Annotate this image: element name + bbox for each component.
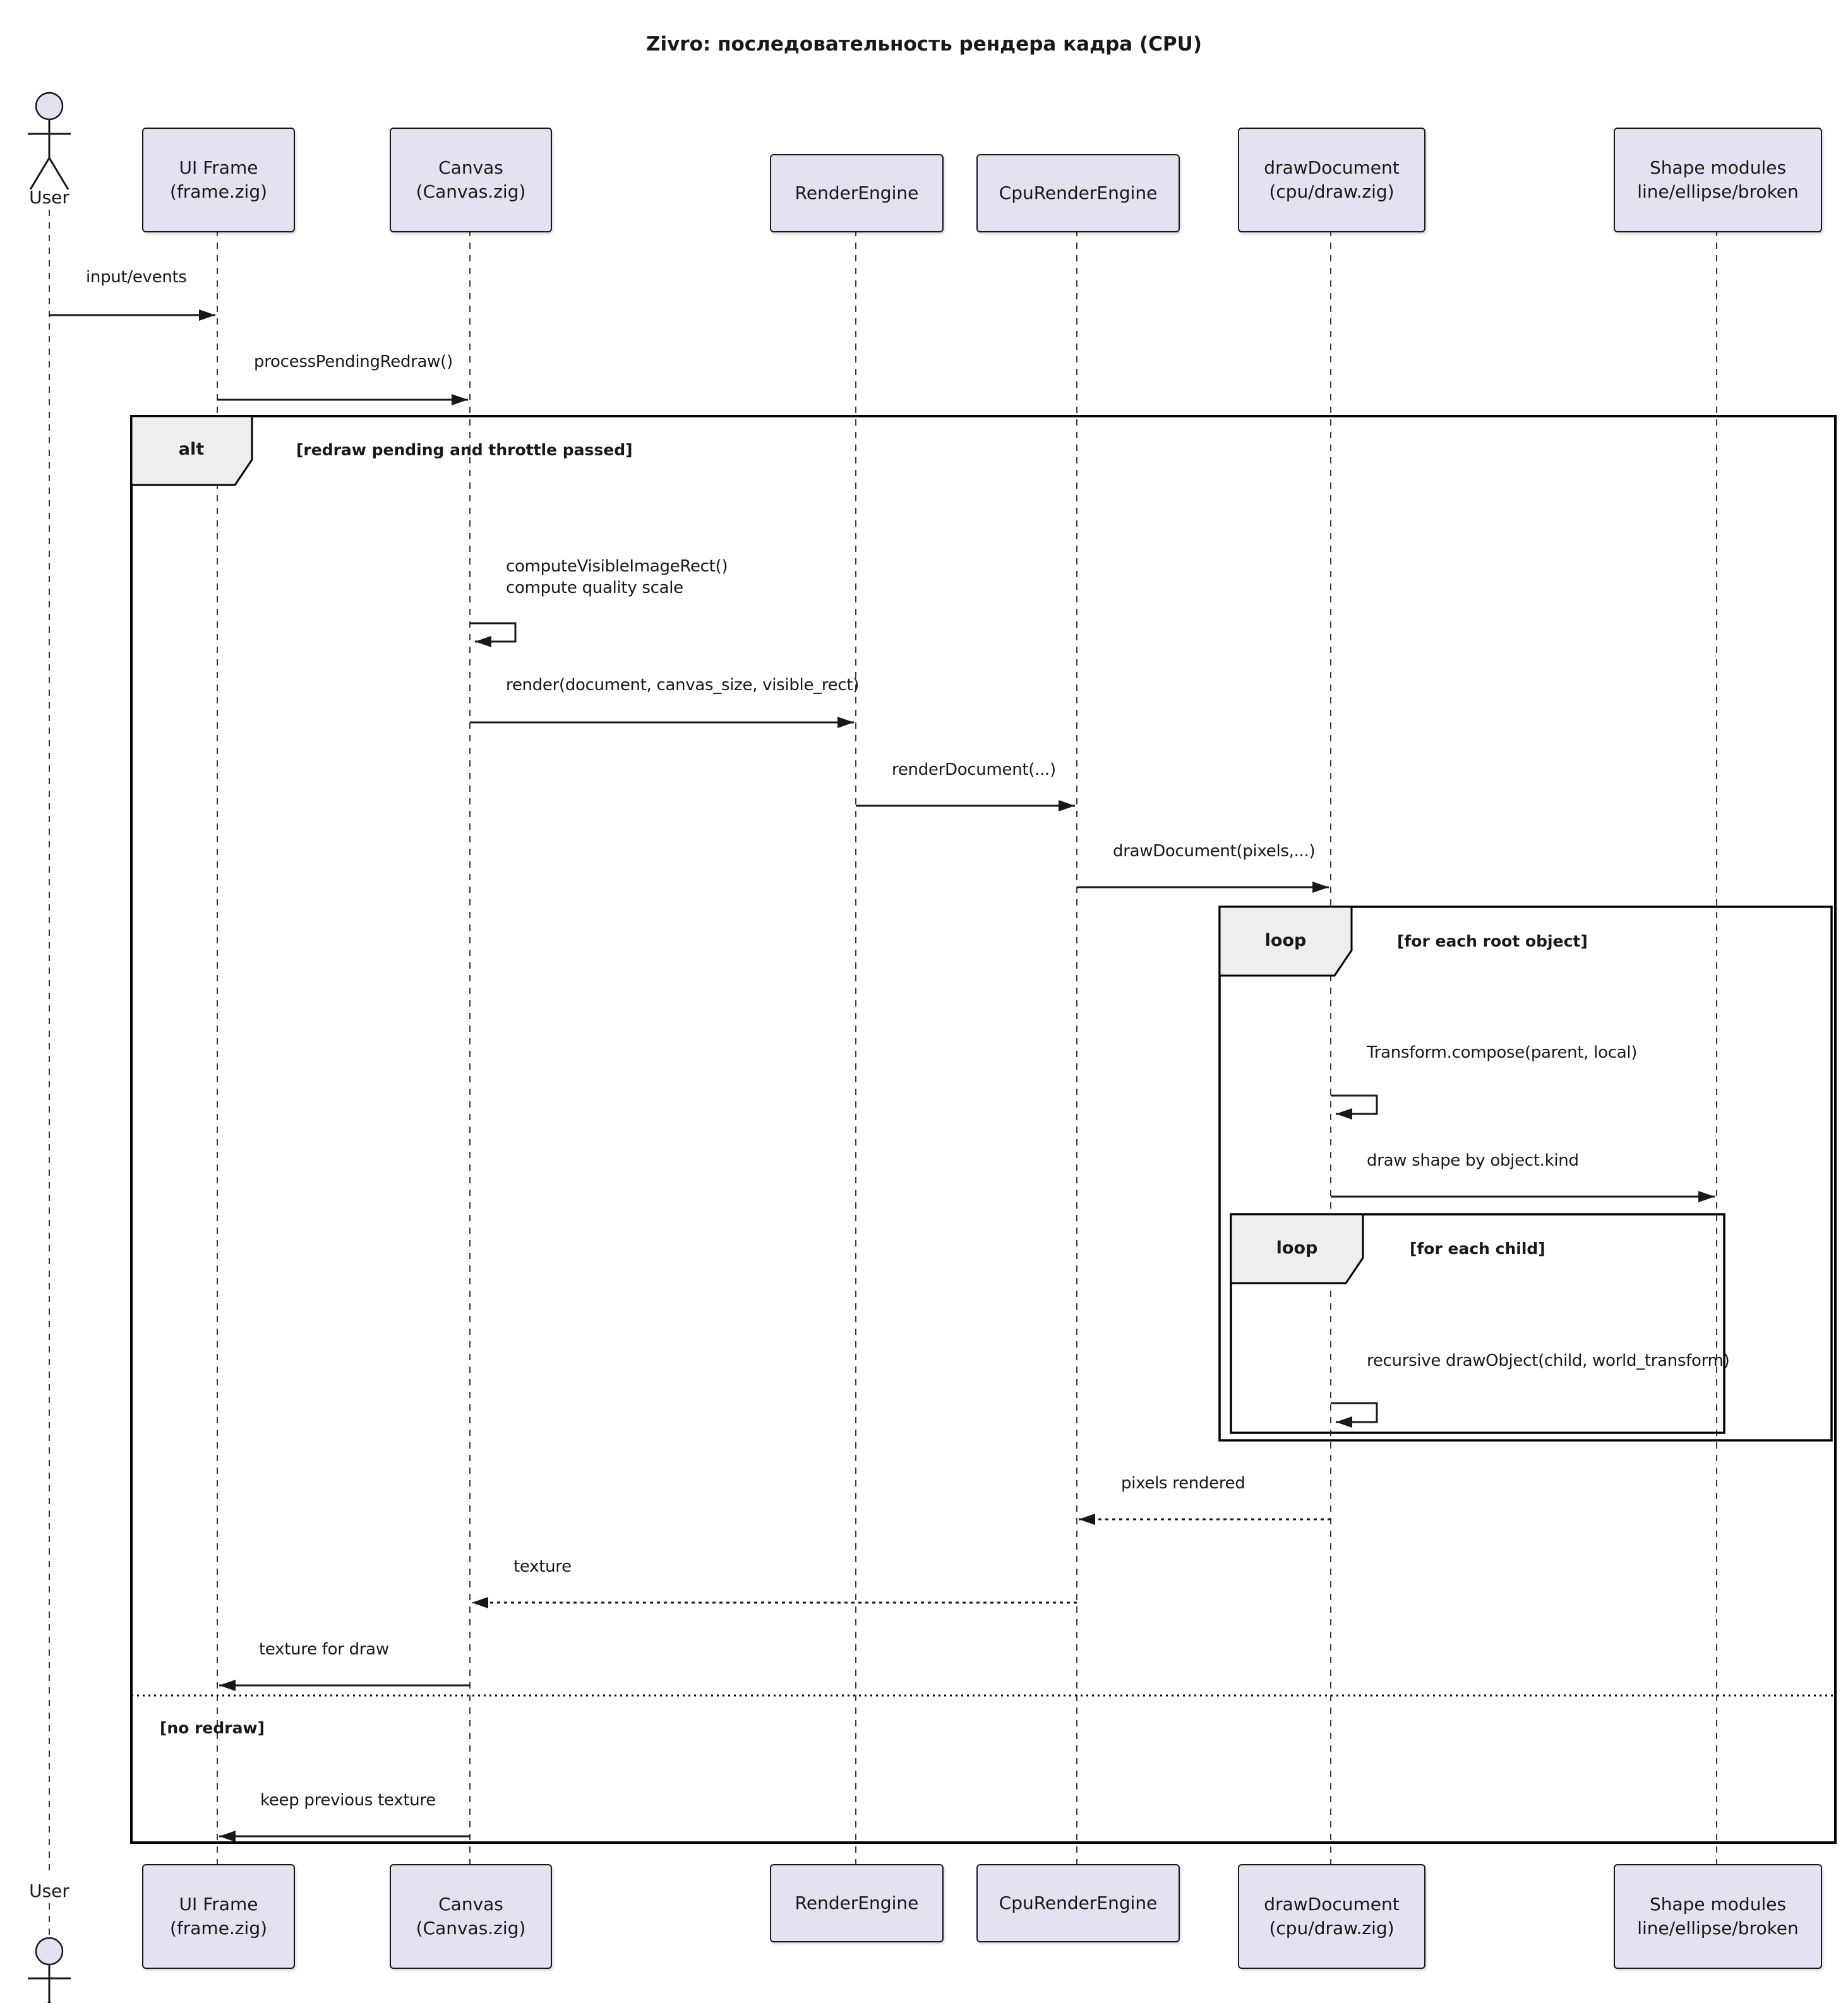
- participant-name: UI Frame: [179, 1894, 258, 1915]
- alt-guard-label: [redraw pending and throttle passed]: [296, 441, 633, 459]
- message-keep-previous-texture: keep previous texture: [260, 1791, 436, 1810]
- participant-render-engine-top: RenderEngine: [770, 154, 944, 232]
- participant-cpu-render-engine-top: CpuRenderEngine: [976, 154, 1180, 232]
- participant-shape-modules-bottom: Shape modules line/ellipse/broken: [1614, 1864, 1822, 1969]
- participant-subtitle: line/ellipse/broken: [1637, 181, 1799, 202]
- participant-name: Canvas: [438, 157, 503, 178]
- participant-subtitle: (cpu/draw.zig): [1269, 181, 1395, 202]
- loop-root-operator-label: loop: [1264, 931, 1307, 950]
- participant-subtitle: (cpu/draw.zig): [1269, 1918, 1395, 1939]
- participant-subtitle: (frame.zig): [169, 181, 268, 202]
- alt-frame-tab: [130, 415, 253, 486]
- participant-name: CpuRenderEngine: [999, 182, 1158, 203]
- participant-name: UI Frame: [179, 157, 258, 178]
- actor-user-top: [28, 92, 71, 190]
- participant-subtitle: (frame.zig): [169, 1918, 268, 1939]
- actor-body: [28, 119, 71, 190]
- message-draw-document: drawDocument(pixels,...): [1113, 842, 1316, 861]
- message-compute-visible-line2: compute quality scale: [506, 578, 683, 597]
- loop-root-frame: [1218, 906, 1833, 1442]
- participant-render-engine-bottom: RenderEngine: [770, 1864, 944, 1942]
- arrow-recursive-draw-self: [1331, 1402, 1378, 1428]
- participant-name: Shape modules: [1649, 1894, 1787, 1915]
- message-transform-compose: Transform.compose(parent, local): [1367, 1043, 1638, 1062]
- participant-name: RenderEngine: [795, 182, 919, 203]
- participant-name: drawDocument: [1264, 1894, 1400, 1915]
- alt-operator-label: alt: [178, 439, 205, 459]
- loop-root-guard-label: [for each root object]: [1397, 932, 1588, 950]
- message-compute-visible-line1: computeVisibleImageRect(): [506, 557, 728, 576]
- participant-name: RenderEngine: [795, 1892, 919, 1913]
- participant-subtitle: (Canvas.zig): [416, 1918, 526, 1939]
- participant-canvas-top: Canvas (Canvas.zig): [390, 128, 552, 232]
- participant-subtitle: (Canvas.zig): [416, 181, 526, 202]
- participant-ui-frame-top: UI Frame (frame.zig): [142, 128, 295, 232]
- actor-head: [35, 1937, 64, 1966]
- message-draw-shape: draw shape by object.kind: [1367, 1151, 1579, 1170]
- loop-child-operator-label: loop: [1276, 1238, 1318, 1258]
- participant-shape-modules-top: Shape modules line/ellipse/broken: [1614, 128, 1822, 232]
- loop-root-frame-tab: [1218, 906, 1353, 977]
- arrow-compute-visible-self: [470, 622, 517, 647]
- diagram-title: Zivro: последовательность рендера кадра …: [645, 33, 1202, 56]
- loop-child-guard-label: [for each child]: [1410, 1240, 1545, 1258]
- participant-name: Canvas: [438, 1894, 503, 1915]
- participant-name: Shape modules: [1649, 157, 1787, 178]
- message-texture-for-draw: texture for draw: [259, 1640, 389, 1659]
- participant-ui-frame-bottom: UI Frame (frame.zig): [142, 1864, 295, 1969]
- loop-child-frame: [1230, 1213, 1725, 1434]
- alt-frame: [130, 415, 1837, 1844]
- message-process-pending-redraw: processPendingRedraw(): [254, 352, 453, 371]
- message-render: render(document, canvas_size, visible_re…: [506, 676, 860, 695]
- actor-user-label-bottom: User: [29, 1880, 69, 1901]
- message-texture: texture: [513, 1557, 572, 1576]
- participant-subtitle: line/ellipse/broken: [1637, 1918, 1799, 1939]
- participant-name: CpuRenderEngine: [999, 1892, 1158, 1913]
- arrow-transform-compose-self: [1331, 1094, 1378, 1120]
- alt-else-guard-label: [no redraw]: [160, 1719, 265, 1737]
- message-pixels-rendered: pixels rendered: [1121, 1474, 1245, 1493]
- message-input-events: input/events: [86, 268, 187, 287]
- actor-user-label-top: User: [29, 187, 69, 208]
- participant-name: drawDocument: [1264, 157, 1400, 178]
- participant-cpu-render-engine-bottom: CpuRenderEngine: [976, 1864, 1180, 1942]
- actor-body: [28, 1964, 71, 2003]
- loop-child-frame-tab: [1230, 1213, 1364, 1284]
- actor-head: [35, 92, 64, 121]
- message-render-document: renderDocument(...): [892, 760, 1056, 779]
- message-recursive-draw: recursive drawObject(child, world_transf…: [1367, 1351, 1730, 1370]
- participant-draw-document-bottom: drawDocument (cpu/draw.zig): [1238, 1864, 1425, 1969]
- participant-draw-document-top: drawDocument (cpu/draw.zig): [1238, 128, 1425, 232]
- actor-user-bottom: [28, 1937, 71, 2003]
- participant-canvas-bottom: Canvas (Canvas.zig): [390, 1864, 552, 1969]
